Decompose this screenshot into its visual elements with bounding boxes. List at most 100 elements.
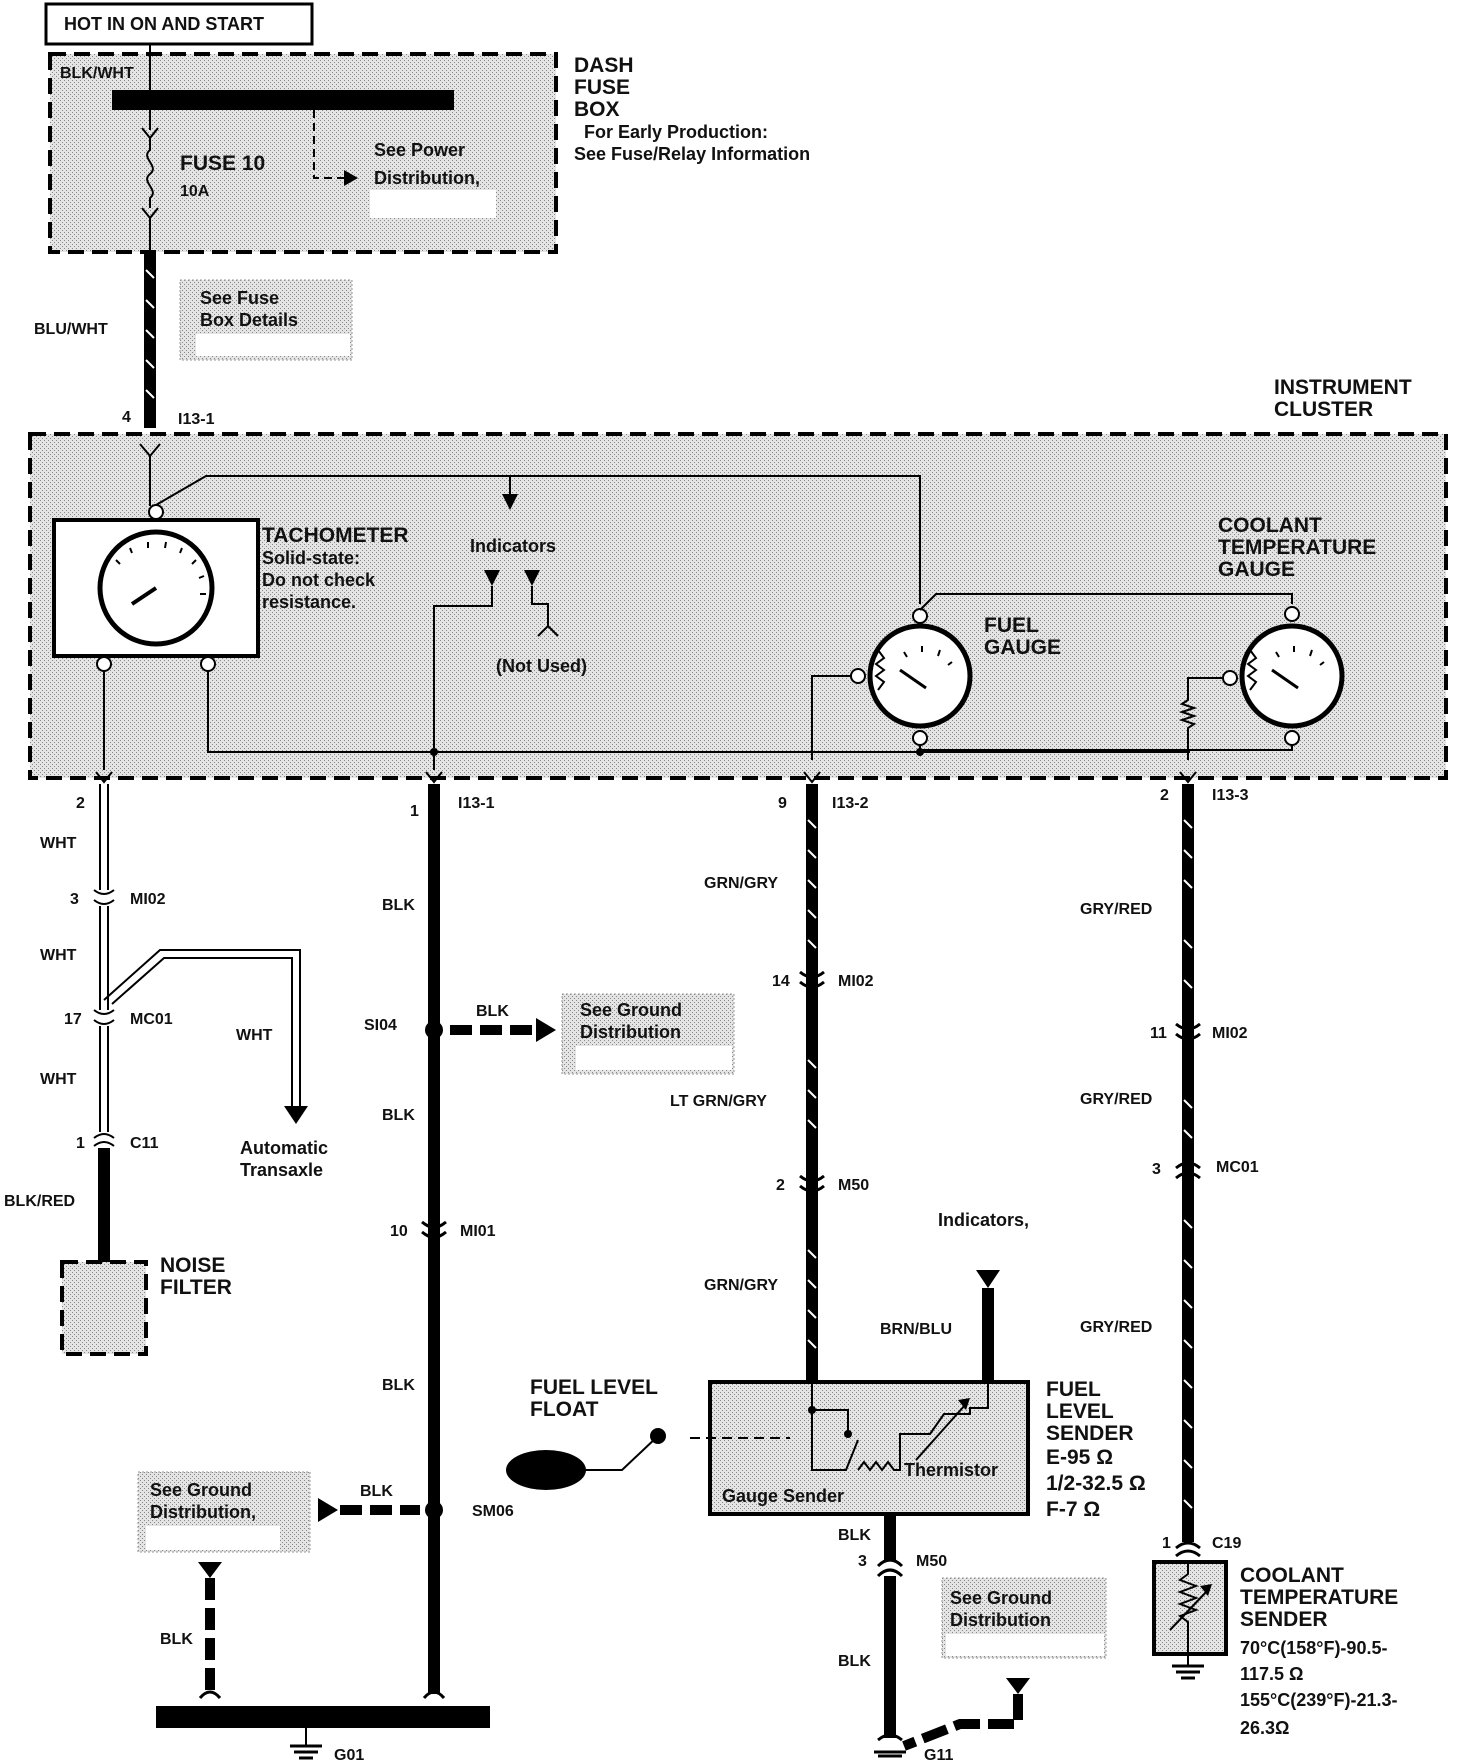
svg-text:14: 14 <box>772 973 790 990</box>
svg-text:BLK: BLK <box>382 1377 415 1394</box>
coolant-temperature-branch: GRY/RED 11 MI02 GRY/RED 3 MC01 GRY/RED 1… <box>1080 784 1398 1738</box>
fuse-name: FUSE 10 <box>180 152 265 175</box>
fuel-gauge-dial <box>867 623 973 729</box>
svg-text:17: 17 <box>64 1011 82 1028</box>
instrument-cluster: INSTRUMENT CLUSTER TACHOMETER Solid-stat… <box>28 376 1448 780</box>
wire-label-blu-wht: BLU/WHT <box>34 321 108 338</box>
svg-text:1: 1 <box>1162 1535 1171 1552</box>
svg-text:FILTER: FILTER <box>160 1276 232 1299</box>
svg-text:3: 3 <box>70 891 79 908</box>
cluster-conn-3-name: I13-2 <box>832 795 869 812</box>
svg-text:LT GRN/GRY: LT GRN/GRY <box>670 1093 767 1110</box>
dash-fuse-box-title-line3: BOX <box>574 98 620 121</box>
svg-text:Distribution: Distribution <box>950 1610 1051 1630</box>
fuse-rating: 10A <box>180 183 210 200</box>
svg-text:117.5 Ω: 117.5 Ω <box>1240 1664 1303 1684</box>
svg-text:BLK: BLK <box>382 1107 415 1124</box>
svg-text:E-95 Ω: E-95 Ω <box>1046 1446 1113 1469</box>
svg-text:1/2-32.5 Ω: 1/2-32.5 Ω <box>1046 1472 1146 1495</box>
svg-text:Thermistor: Thermistor <box>904 1460 998 1480</box>
svg-text:Automatic: Automatic <box>240 1138 328 1158</box>
svg-text:GRY/RED: GRY/RED <box>1080 901 1152 918</box>
svg-text:26.3Ω: 26.3Ω <box>1240 1718 1289 1738</box>
svg-text:G01: G01 <box>334 1747 364 1760</box>
noise-filter-box <box>60 1260 148 1356</box>
svg-text:WHT: WHT <box>40 947 77 964</box>
svg-text:NOISE: NOISE <box>160 1254 225 1277</box>
svg-text:See Ground: See Ground <box>950 1588 1052 1608</box>
svg-text:70°C(158°F)-90.5-: 70°C(158°F)-90.5- <box>1240 1638 1387 1658</box>
header-title: HOT IN ON AND START <box>64 14 264 34</box>
svg-text:BLK: BLK <box>382 897 415 914</box>
svg-text:Distribution: Distribution <box>580 1022 681 1042</box>
fuel-level-branch: GRN/GRY 14 MI02 LT GRN/GRY 2 M50 GRN/GRY… <box>506 784 1146 1760</box>
svg-text:1: 1 <box>76 1135 85 1152</box>
coolant-gauge-title-line3: GAUGE <box>1218 558 1295 581</box>
svg-text:SENDER: SENDER <box>1240 1608 1328 1631</box>
svg-text:MC01: MC01 <box>130 1011 173 1028</box>
svg-text:See Ground: See Ground <box>580 1000 682 1020</box>
svg-text:LEVEL: LEVEL <box>1046 1400 1114 1423</box>
svg-text:SENDER: SENDER <box>1046 1422 1134 1445</box>
fuel-level-sender-box <box>708 1380 1030 1516</box>
coolant-gauge-dial <box>1239 623 1345 729</box>
svg-text:GRY/RED: GRY/RED <box>1080 1319 1152 1336</box>
cluster-pin-4: 2 <box>1160 787 1169 804</box>
svg-text:M50: M50 <box>838 1177 869 1194</box>
svg-text:MC01: MC01 <box>1216 1159 1259 1176</box>
svg-text:FUEL LEVEL: FUEL LEVEL <box>530 1376 658 1399</box>
svg-text:WHT: WHT <box>236 1027 273 1044</box>
cluster-title-line1: INSTRUMENT <box>1274 376 1412 399</box>
noise-filter-branch: WHT 3 MI02 WHT WHT Automatic Transaxle 1… <box>4 784 328 1356</box>
cluster-title-line2: CLUSTER <box>1274 398 1373 421</box>
fuel-level-float <box>506 1450 586 1490</box>
svg-text:FLOAT: FLOAT <box>530 1398 599 1421</box>
dash-fuse-box: BLK/WHT FUSE 10 10A See Power Distributi… <box>48 44 810 254</box>
svg-text:2: 2 <box>776 1177 785 1194</box>
svg-text:GRY/RED: GRY/RED <box>1080 1091 1152 1108</box>
svg-text:Box Details: Box Details <box>200 310 298 330</box>
svg-text:10: 10 <box>390 1223 408 1240</box>
not-used-label: (Not Used) <box>496 656 587 676</box>
svg-text:11: 11 <box>1150 1025 1167 1042</box>
svg-text:155°C(239°F)-21.3-: 155°C(239°F)-21.3- <box>1240 1690 1397 1710</box>
svg-text:BLK/RED: BLK/RED <box>4 1193 75 1210</box>
svg-text:3: 3 <box>1152 1161 1161 1178</box>
svg-text:WHT: WHT <box>40 835 77 852</box>
svg-text:M50: M50 <box>916 1553 947 1570</box>
hot-in-on-and-start-box: HOT IN ON AND START <box>44 2 314 46</box>
svg-text:MI02: MI02 <box>1212 1025 1248 1042</box>
svg-text:F-7 Ω: F-7 Ω <box>1046 1498 1100 1521</box>
cluster-conn-2-name: I13-1 <box>458 795 495 812</box>
svg-text:BLK: BLK <box>360 1483 393 1500</box>
svg-text:TEMPERATURE: TEMPERATURE <box>1240 1586 1398 1609</box>
svg-text:MI02: MI02 <box>130 891 166 908</box>
svg-text:WHT: WHT <box>40 1071 77 1088</box>
indicators-label: Indicators <box>470 536 556 556</box>
svg-text:SM06: SM06 <box>472 1503 514 1520</box>
ground-symbol-g11 <box>874 1750 906 1758</box>
early-production-note-line1: For Early Production: <box>584 122 768 142</box>
svg-text:BRN/BLU: BRN/BLU <box>880 1321 952 1338</box>
ground-bar-g01 <box>156 1706 490 1728</box>
svg-text:C19: C19 <box>1212 1535 1241 1552</box>
svg-text:SI04: SI04 <box>364 1017 397 1034</box>
fuse-10-symbol <box>141 110 159 252</box>
svg-text:GRN/GRY: GRN/GRY <box>704 1277 778 1294</box>
early-production-note-line2: See Fuse/Relay Information <box>574 144 810 164</box>
svg-text:See Ground: See Ground <box>150 1480 252 1500</box>
power-note-line2: Distribution, <box>374 168 480 188</box>
cluster-pin-1: 2 <box>76 795 85 812</box>
cluster-pin-3: 9 <box>778 795 787 812</box>
coolant-gauge-title-line1: COOLANT <box>1218 514 1322 537</box>
power-note-line1: See Power <box>374 140 465 160</box>
svg-text:Indicators,: Indicators, <box>938 1210 1029 1230</box>
svg-text:Transaxle: Transaxle <box>240 1160 323 1180</box>
svg-text:3: 3 <box>858 1553 867 1570</box>
svg-text:Distribution,: Distribution, <box>150 1502 256 1522</box>
connector-top-pin: 4 <box>122 409 131 426</box>
fuel-gauge-title-line1: FUEL <box>984 614 1039 637</box>
svg-text:BLK: BLK <box>160 1631 193 1648</box>
connector-top-name: I13-1 <box>178 411 215 428</box>
